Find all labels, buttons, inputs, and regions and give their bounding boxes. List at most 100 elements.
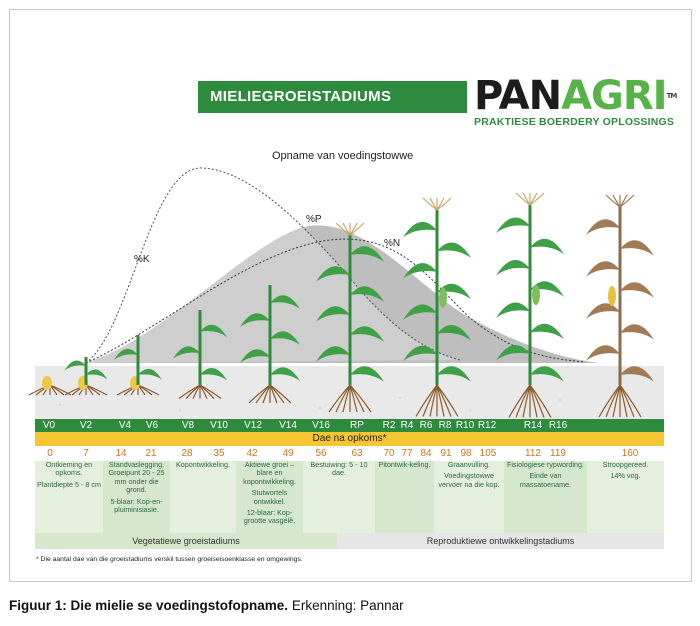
info-box-bg	[504, 461, 587, 533]
day-number: 28	[181, 448, 193, 459]
info-line: Stutwortels ontwikkel.	[251, 488, 288, 506]
stage-label: R10	[455, 420, 475, 431]
caption-credit: Erkenning: Pannar	[288, 598, 404, 613]
info-box-bg	[587, 461, 664, 533]
day-number: 63	[351, 448, 363, 459]
info-box: Pitontwik-keling.	[375, 460, 434, 533]
stage-label: V0	[42, 420, 56, 431]
day-number: 91	[440, 448, 452, 459]
maize-plant	[28, 376, 72, 396]
day-number: 56	[315, 448, 327, 459]
day-number: 35	[213, 448, 225, 459]
info-box: Ontkieming en opkoms.Plantdiepte 5 - 8 c…	[35, 460, 103, 533]
info-line: Aktiewe groei – blare en kopontwikkeling…	[243, 460, 296, 486]
stage-label: V16	[312, 420, 330, 431]
info-line: Einde van massatoename.	[519, 471, 572, 489]
info-line: Fisiologiese rypwording.	[506, 460, 585, 469]
info-line: Pitontwik-keling.	[378, 460, 431, 469]
maize-plant	[173, 310, 227, 399]
banner-title: MIELIEGROEISTADIUMS	[198, 81, 467, 113]
stage-label: V4	[118, 420, 132, 431]
info-box-bg	[170, 461, 236, 533]
info-box: Fisiologiese rypwording. Einde van massat…	[504, 460, 587, 533]
logo-pan: PAN	[474, 73, 562, 119]
stage-label: V2	[79, 420, 93, 431]
info-box: Kopontwikkeling.	[170, 460, 236, 533]
stage-label: R8	[438, 420, 452, 431]
info-box: Bestuiwing: 5 - 10 dae.	[303, 460, 375, 533]
info-line: Stroopgereed.	[602, 460, 649, 469]
stage-label: V14	[279, 420, 297, 431]
info-box-bg	[434, 461, 504, 533]
info-box-bg	[303, 461, 375, 533]
stage-label: V8	[181, 420, 195, 431]
chart-title: Opname van voedingstowwe	[272, 150, 414, 162]
day-number: 160	[621, 448, 639, 459]
stage-label: R6	[419, 420, 433, 431]
maize-plant	[114, 335, 162, 396]
info-line: Standvaslegging. Groeipunt 20 - 25 mm on…	[108, 460, 165, 495]
info-box: Standvaslegging. Groeipunt 20 - 25 mm on…	[103, 460, 170, 533]
stage-label: R12	[477, 420, 497, 431]
maize-plant	[240, 285, 300, 404]
maize-plant	[586, 194, 654, 418]
k-uptake-area	[86, 168, 460, 363]
day-number: 70	[383, 448, 395, 459]
info-line: 12-blaar: Kop-grootte vasgelê.	[243, 508, 296, 526]
info-line: Kopontwikkeling.	[176, 460, 230, 469]
k-uptake-curve	[85, 167, 461, 364]
figure-caption: Figuur 1: Die mielie se voedingstofopnam…	[9, 598, 404, 613]
day-number: 77	[401, 448, 413, 459]
panagri-logo: PANAGRITM PRAKTIESE BOERDERY OPLOSSINGS	[474, 73, 678, 128]
day-number: 84	[420, 448, 432, 459]
stage-label: RP	[350, 420, 364, 431]
p-curve-label: %P	[306, 214, 322, 225]
day-number: 21	[145, 448, 157, 459]
info-line: 14% vog.	[610, 471, 641, 481]
day-number: 98	[460, 448, 472, 459]
reproductive-phase-bar	[337, 533, 664, 549]
maize-plant	[64, 357, 108, 396]
logo-tagline: PRAKTIESE BOERDERY OPLOSSINGS	[474, 116, 675, 128]
info-box-bg	[103, 461, 170, 533]
logo-tm: TM	[666, 92, 678, 100]
info-box: Aktiewe groei – blare en kopontwikkeling…	[236, 460, 303, 533]
info-line: Ontkieming en opkoms.	[45, 460, 93, 478]
maize-plant	[316, 222, 384, 413]
info-box-bg	[236, 461, 303, 533]
info-backgrounds	[35, 461, 664, 533]
day-number: 119	[550, 448, 566, 459]
vegetative-phase-bar	[35, 533, 337, 549]
days-bar: Dae na opkoms*	[35, 432, 664, 446]
info-line: 5-blaar: Kop-en-pluiminisiasie.	[110, 496, 163, 515]
stage-label: R4	[400, 420, 414, 431]
n-curve-label: %N	[384, 238, 401, 249]
info-line: Plantdiepte 5 - 8 cm	[37, 479, 101, 489]
stage-label: V12	[244, 420, 262, 431]
stage-label: R16	[548, 420, 568, 431]
info-line: Bestuiwing: 5 - 10 dae.	[310, 460, 368, 478]
info-box: Stroopgereed. 14% vog.	[587, 460, 664, 533]
day-number: 49	[282, 448, 294, 459]
info-box-bg	[375, 461, 434, 533]
logo-agri: AGRI	[561, 73, 667, 119]
day-number: 42	[246, 448, 258, 459]
stage-bar	[35, 419, 664, 432]
stage-label: V6	[145, 420, 159, 431]
maize-plants	[28, 192, 654, 418]
day-number: 105	[479, 448, 497, 459]
info-line: Graanvulling.	[447, 460, 491, 469]
day-number: 14	[115, 448, 127, 459]
maize-plant	[496, 192, 564, 418]
n-uptake-curve	[85, 238, 586, 364]
day-number: 7	[83, 448, 89, 459]
info-line: Voedingstowwe vervoer na die kop.	[438, 471, 500, 489]
caption-bold: Figuur 1: Die mielie se voedingstofopnam…	[9, 598, 289, 613]
day-number: 112	[525, 448, 541, 459]
k-curve-label: %K	[134, 254, 150, 265]
stage-label: V10	[210, 420, 228, 431]
stage-label: R14	[523, 420, 543, 431]
day-number: 0	[47, 448, 53, 459]
vegetative-phase-label: Vegetatiewe groeistadiums	[132, 536, 240, 546]
